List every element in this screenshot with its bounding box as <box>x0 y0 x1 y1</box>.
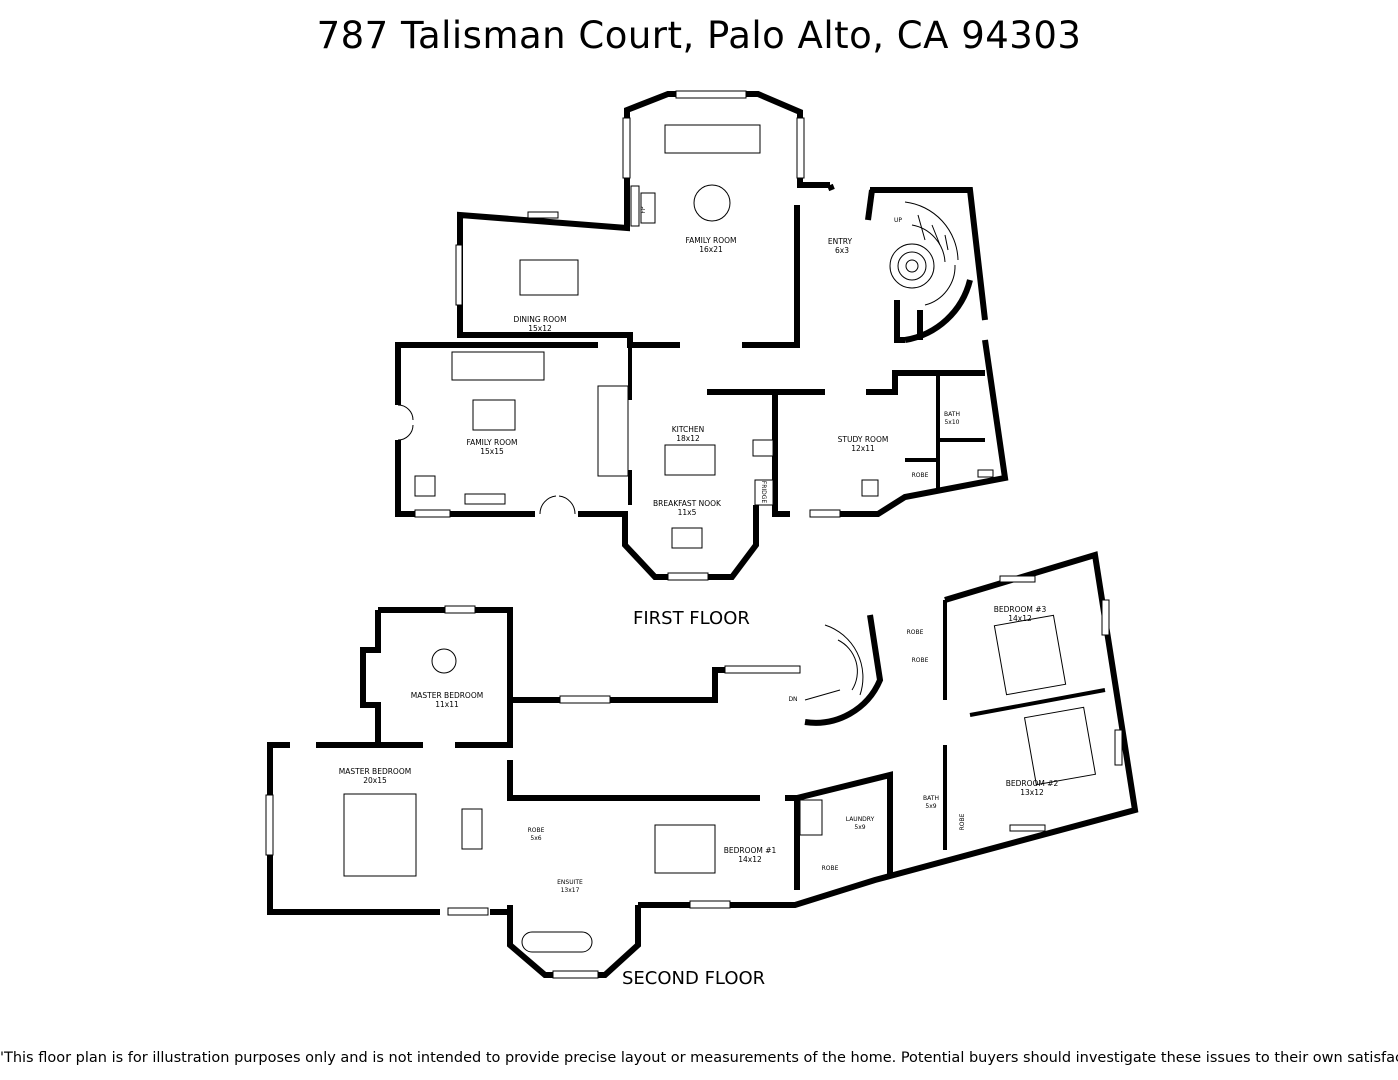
size-master-small: 11x11 <box>435 700 459 709</box>
first-floor-label: FIRST FLOOR <box>633 608 750 629</box>
size-kitchen: 18x12 <box>676 434 700 443</box>
label-dining-room: DINING ROOM <box>513 315 566 324</box>
label-ensuite: ENSUITE <box>557 879 583 886</box>
label-breakfast-nook: BREAKFAST NOOK <box>653 499 722 508</box>
size-breakfast-nook: 11x5 <box>678 508 697 517</box>
size-laundry: 5x9 <box>854 824 865 831</box>
size-bath-second: 5x9 <box>925 803 936 810</box>
label-robe-b1: ROBE <box>822 865 839 872</box>
label-master-small: MASTER BEDROOM <box>411 691 483 700</box>
size-dining-room: 15x12 <box>528 324 552 333</box>
label-up: UP <box>894 217 902 224</box>
room-labels: FAMILY ROOM 16x21 ENTRY 6x3 UP DINING RO… <box>339 206 1059 894</box>
label-laundry: LAUNDRY <box>846 816 875 823</box>
label-bath-first: BATH <box>944 411 960 418</box>
size-family-room-top: 16x21 <box>699 245 723 254</box>
size-robe-master: 5x6 <box>530 835 541 842</box>
size-bedroom2: 13x12 <box>1020 788 1044 797</box>
label-robe-first: ROBE <box>912 472 929 479</box>
label-dn: DN <box>788 696 797 703</box>
label-bedroom2: BEDROOM #2 <box>1006 779 1059 788</box>
label-bedroom3: BEDROOM #3 <box>994 605 1047 614</box>
first-floor-plan <box>395 90 1009 581</box>
label-bath-second: BATH <box>923 795 939 802</box>
label-robe-master: ROBE <box>528 827 545 834</box>
label-robe-b3b: ROBE <box>912 657 929 664</box>
size-study-room: 12x11 <box>851 444 875 453</box>
label-study-room: STUDY ROOM <box>838 435 889 444</box>
size-master-bedroom: 20x15 <box>363 776 387 785</box>
second-floor-plan <box>265 551 1139 979</box>
size-family-room-left: 15x15 <box>480 447 504 456</box>
page-title: 787 Talisman Court, Palo Alto, CA 94303 <box>316 14 1082 57</box>
label-family-room-left: FAMILY ROOM <box>466 438 517 447</box>
label-fridge: FRIDGE <box>760 481 767 504</box>
disclaimer-text: 'This floor plan is for illustration pur… <box>0 1050 1398 1066</box>
label-robe-b3a: ROBE <box>907 629 924 636</box>
label-fp: FP <box>640 206 647 213</box>
label-master-bedroom: MASTER BEDROOM <box>339 767 411 776</box>
label-robe-b2: ROBE <box>959 813 966 830</box>
label-entry: ENTRY <box>828 237 853 246</box>
second-floor-label: SECOND FLOOR <box>622 968 766 989</box>
size-bedroom1: 14x12 <box>738 855 762 864</box>
family-room-left-walls <box>395 342 598 517</box>
family-room-top-walls <box>624 91 830 188</box>
size-bath-first: 5x10 <box>944 419 959 426</box>
label-kitchen: KITCHEN <box>672 425 705 434</box>
size-entry: 6x3 <box>835 246 849 255</box>
size-ensuite: 13x17 <box>561 887 580 894</box>
label-bedroom1: BEDROOM #1 <box>724 846 777 855</box>
label-family-room-top: FAMILY ROOM <box>685 236 736 245</box>
size-bedroom3: 14x12 <box>1008 614 1032 623</box>
